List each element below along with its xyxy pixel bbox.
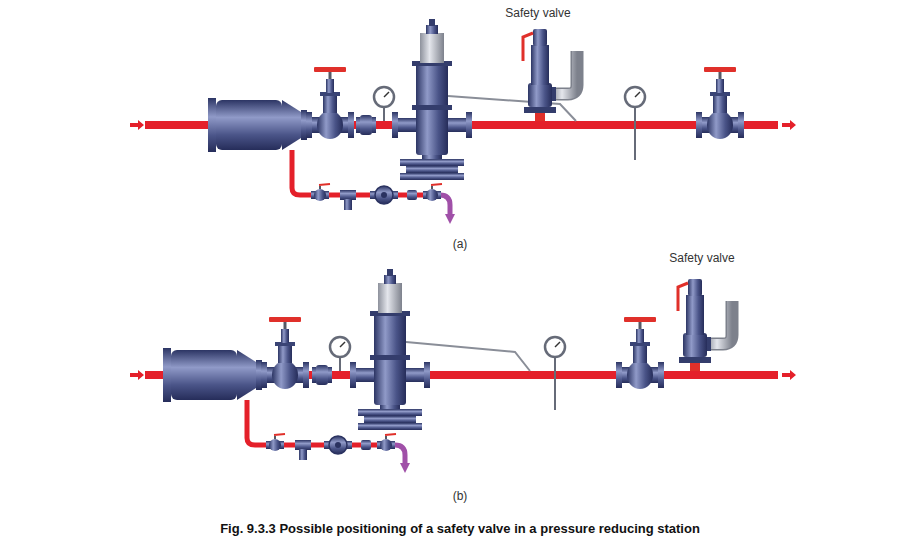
union: [356, 115, 376, 135]
pressure-reducing-valve: [392, 19, 472, 180]
illustration-part: [295, 440, 311, 460]
pressure-gauge: [374, 87, 394, 121]
figure-caption: Fig. 9.3.3 Possible positioning of a saf…: [220, 521, 700, 537]
figure-part-label: (b): [453, 489, 468, 503]
stop-valve: [616, 317, 664, 389]
stop-valve: [306, 67, 354, 139]
illustration-part: [400, 463, 410, 473]
safety-valve-label: Safety valve: [505, 6, 570, 20]
union: [312, 365, 332, 385]
illustration-part: [445, 214, 455, 224]
pressure-gauge: [330, 337, 350, 371]
illustration-part: [130, 370, 144, 380]
illustration-part: [311, 184, 330, 201]
illustration-part: [266, 434, 285, 451]
illustration-part: [370, 186, 398, 204]
safety-valve-label: Safety valve: [669, 251, 734, 265]
stop-valve: [696, 67, 744, 139]
illustration-part: [423, 184, 442, 201]
pressure-gauge: [625, 87, 645, 160]
separator: [163, 348, 262, 402]
illustration-part: [782, 120, 796, 130]
stop-valve: [261, 317, 309, 389]
illustration-part: [782, 370, 796, 380]
separator: [208, 98, 307, 152]
illustration-part: [324, 436, 352, 454]
figure-part-label: (a): [453, 237, 468, 251]
safety-valve: [678, 279, 732, 371]
illustration-part: [130, 120, 144, 130]
illustration-part: [395, 445, 405, 464]
safety-valve: [523, 29, 577, 121]
illustration-part: [340, 190, 356, 210]
illustration-part: [361, 440, 371, 450]
illustration-part: [407, 190, 417, 200]
pressure-reducing-valve: [350, 269, 430, 430]
pressure-gauge: [545, 337, 565, 410]
illustration-part: [440, 195, 450, 215]
illustration-part: [377, 434, 396, 451]
